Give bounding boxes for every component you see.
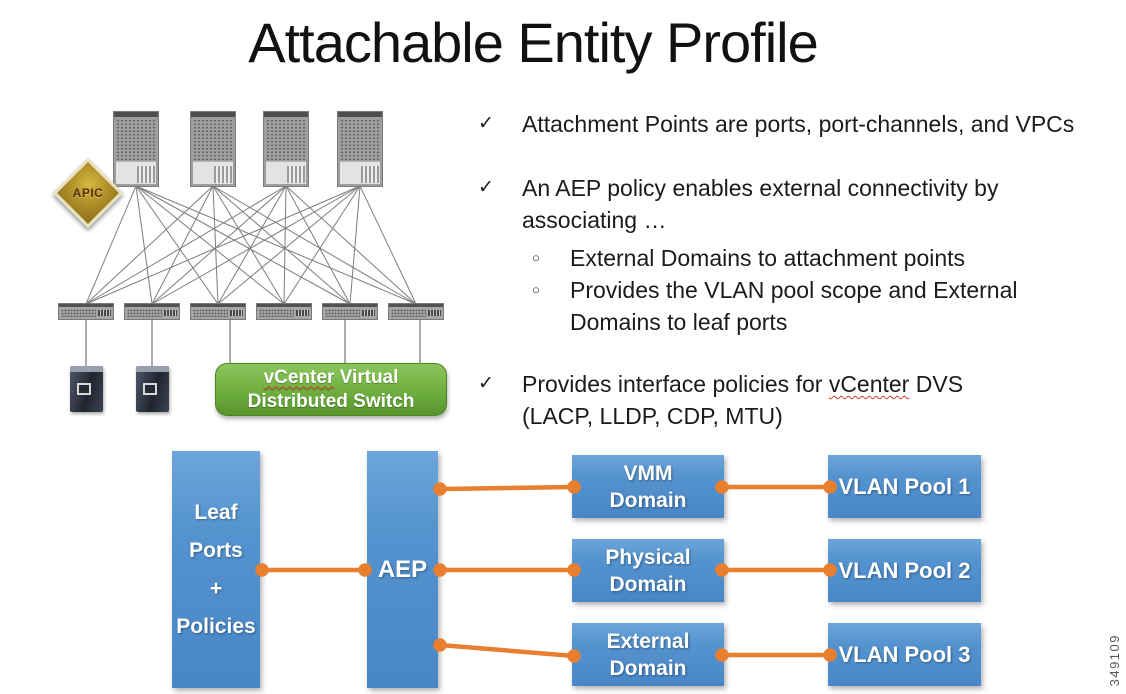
circle-icon: ○ bbox=[532, 250, 540, 265]
server-top-cap bbox=[136, 366, 169, 372]
server-top-cap bbox=[70, 366, 103, 372]
spine-port-grid bbox=[116, 119, 156, 161]
leaf-port-grid bbox=[259, 309, 294, 317]
aep-label: AEP bbox=[377, 555, 428, 583]
leaf-uplink-ports bbox=[428, 310, 441, 316]
circle-icon: ○ bbox=[532, 282, 540, 297]
access-drop-lines bbox=[85, 320, 421, 367]
leaf-port-grid bbox=[391, 309, 426, 317]
spine-fan-slats bbox=[137, 166, 155, 183]
check-icon: ✓ bbox=[478, 373, 494, 394]
mesh-lines bbox=[85, 185, 417, 305]
physical-domain-box: Physical Domain bbox=[572, 539, 724, 602]
leaf-uplink-ports bbox=[362, 310, 375, 316]
leaf-port-grid bbox=[127, 309, 162, 317]
leaf-port-grid bbox=[325, 309, 360, 317]
vlan-pool-3-box: VLAN Pool 3 bbox=[828, 623, 981, 686]
bullet-text: Provides the VLAN pool scope and Externa… bbox=[570, 277, 1018, 335]
server-logo bbox=[143, 383, 157, 395]
bullet-aep-policy: ✓ An AEP policy enables external connect… bbox=[460, 172, 1120, 236]
leaf-switch-6 bbox=[388, 303, 444, 320]
leaf-switch-3 bbox=[190, 303, 246, 320]
leaf-top-cap bbox=[125, 304, 179, 307]
page-title: Attachable Entity Profile bbox=[248, 11, 819, 74]
bullet-text: Attachment Points are ports, port-channe… bbox=[522, 111, 1075, 137]
vds-vcenter-word: vCenter bbox=[263, 366, 335, 388]
vlan-pool-2-box: VLAN Pool 2 bbox=[828, 539, 981, 602]
leaf-port-grid bbox=[193, 309, 228, 317]
bullet-text: External Domains to attachment points bbox=[570, 245, 966, 271]
bullet-list: ✓ Attachment Points are ports, port-chan… bbox=[460, 108, 1120, 432]
vcenter-vds-box: vCenter Virtual Distributed Switch bbox=[215, 363, 447, 416]
leaf-top-cap bbox=[323, 304, 377, 307]
leaf-box-line: Policies bbox=[176, 614, 256, 638]
external-domain-box: External Domain bbox=[572, 623, 724, 686]
spine-port-grid bbox=[266, 119, 306, 161]
vcenter-word: vCenter bbox=[828, 371, 910, 397]
spine-fan-slats bbox=[361, 166, 379, 183]
leaf-switch-2 bbox=[124, 303, 180, 320]
spine-top-cap bbox=[114, 112, 158, 117]
apic-label: APIC bbox=[72, 186, 104, 200]
spine-top-cap bbox=[264, 112, 308, 117]
leaf-switch-5 bbox=[322, 303, 378, 320]
leaf-top-cap bbox=[389, 304, 443, 307]
leaf-top-cap bbox=[59, 304, 113, 307]
leaf-switch-1 bbox=[58, 303, 114, 320]
spine-switch-3 bbox=[263, 111, 309, 187]
leaf-uplink-ports bbox=[230, 310, 243, 316]
bullet-text: An AEP policy enables external connectiv… bbox=[522, 175, 999, 233]
leaf-port-grid bbox=[61, 309, 96, 317]
leaf-switch-4 bbox=[256, 303, 312, 320]
spine-top-cap bbox=[338, 112, 382, 117]
subbullet-vlan-pool-scope: ○ Provides the VLAN pool scope and Exter… bbox=[514, 274, 1120, 338]
bullet-attachment-points: ✓ Attachment Points are ports, port-chan… bbox=[460, 108, 1120, 140]
spine-switch-2 bbox=[190, 111, 236, 187]
spine-fan-slats bbox=[287, 166, 305, 183]
leaf-box-line: + bbox=[209, 576, 223, 600]
spine-fan-slats bbox=[214, 166, 232, 183]
vlan-pool-1-box: VLAN Pool 1 bbox=[828, 455, 981, 518]
leaf-top-cap bbox=[191, 304, 245, 307]
aep-box: AEP bbox=[367, 451, 438, 688]
leaf-uplink-ports bbox=[164, 310, 177, 316]
spine-switch-4 bbox=[337, 111, 383, 187]
leaf-box-line: Leaf bbox=[194, 500, 238, 524]
check-icon: ✓ bbox=[478, 113, 494, 134]
vds-label-line2: Distributed Switch bbox=[247, 390, 415, 412]
server-logo bbox=[77, 383, 91, 395]
vmm-domain-box: VMM Domain bbox=[572, 455, 724, 518]
server-icon-2 bbox=[136, 366, 169, 412]
leaf-uplink-ports bbox=[296, 310, 309, 316]
leaf-ports-policies-box: Leaf Ports + Policies bbox=[172, 451, 260, 688]
server-icon-1 bbox=[70, 366, 103, 412]
spine-switch-1 bbox=[113, 111, 159, 187]
vds-label-line1: vCenter Virtual bbox=[263, 366, 399, 388]
spine-port-grid bbox=[193, 119, 233, 161]
bullet-text: Provides interface policies for vCenter … bbox=[522, 371, 964, 429]
bullet-interface-policies: ✓ Provides interface policies for vCente… bbox=[460, 368, 1120, 432]
check-icon: ✓ bbox=[478, 177, 494, 198]
spine-top-cap bbox=[191, 112, 235, 117]
leaf-top-cap bbox=[257, 304, 311, 307]
leaf-uplink-ports bbox=[98, 310, 111, 316]
spine-port-grid bbox=[340, 119, 380, 161]
subbullet-external-domains: ○ External Domains to attachment points bbox=[514, 242, 1120, 274]
leaf-box-line: Ports bbox=[189, 538, 243, 562]
